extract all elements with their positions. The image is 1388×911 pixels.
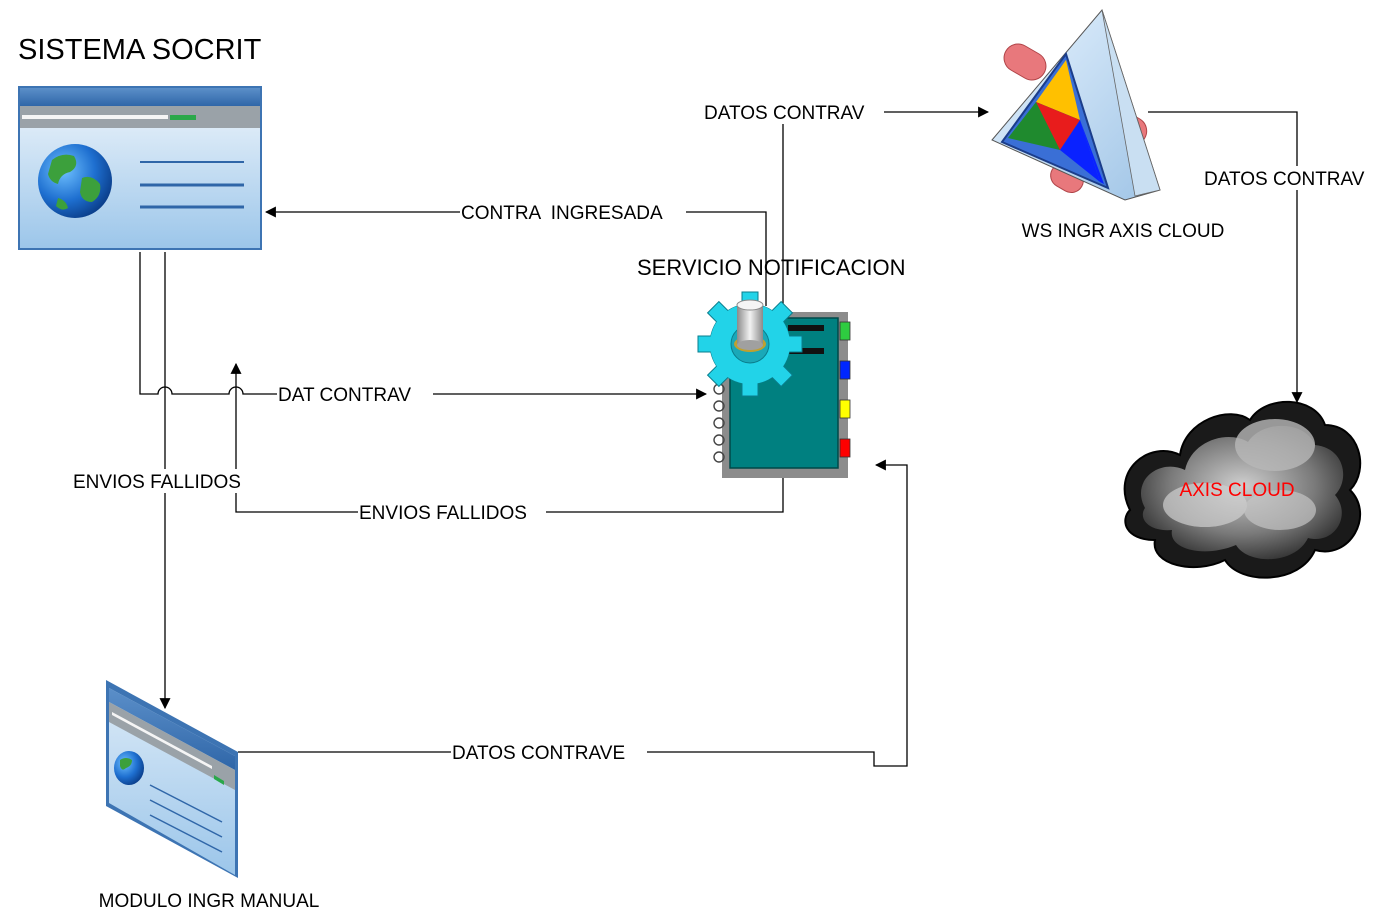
modulo-ingr-manual-icon [106,680,238,878]
edge-label-envios-fallidos-return: ENVIOS FALLIDOS [359,503,527,524]
axis-cloud-icon [1123,400,1362,579]
edge-label-datos-contrav-ws: DATOS CONTRAV [704,103,865,124]
edge-dat-contrav [139,252,708,400]
sistema-socrit-icon [18,86,262,250]
edge-label-contra-ingresada: CONTRA INGRESADA [461,203,663,224]
ws-ingr-axis-cloud-icon [991,8,1161,201]
servicio-notificacion-label: SERVICIO NOTIFICACION [637,255,906,280]
edge-datos-contrave [238,459,908,767]
edge-label-envios-fallidos-vertical: ENVIOS FALLIDOS [73,472,241,493]
ws-ingr-axis-cloud-label: WS INGR AXIS CLOUD [1022,221,1225,242]
edge-datos-contrav-cloud [1148,111,1303,404]
sistema-socrit-label: SISTEMA SOCRIT [18,34,262,66]
servicio-notificacion-icon [697,291,851,478]
modulo-ingr-manual-label: MODULO INGR MANUAL [99,891,320,911]
edge-label-datos-contrav-cloud: DATOS CONTRAV [1204,169,1365,190]
axis-cloud-label: AXIS CLOUD [1179,480,1294,501]
edge-label-dat-contrav: DAT CONTRAV [278,385,411,406]
edge-contra-ingresada [264,206,767,306]
edge-label-datos-contrave: DATOS CONTRAVE [452,743,625,764]
